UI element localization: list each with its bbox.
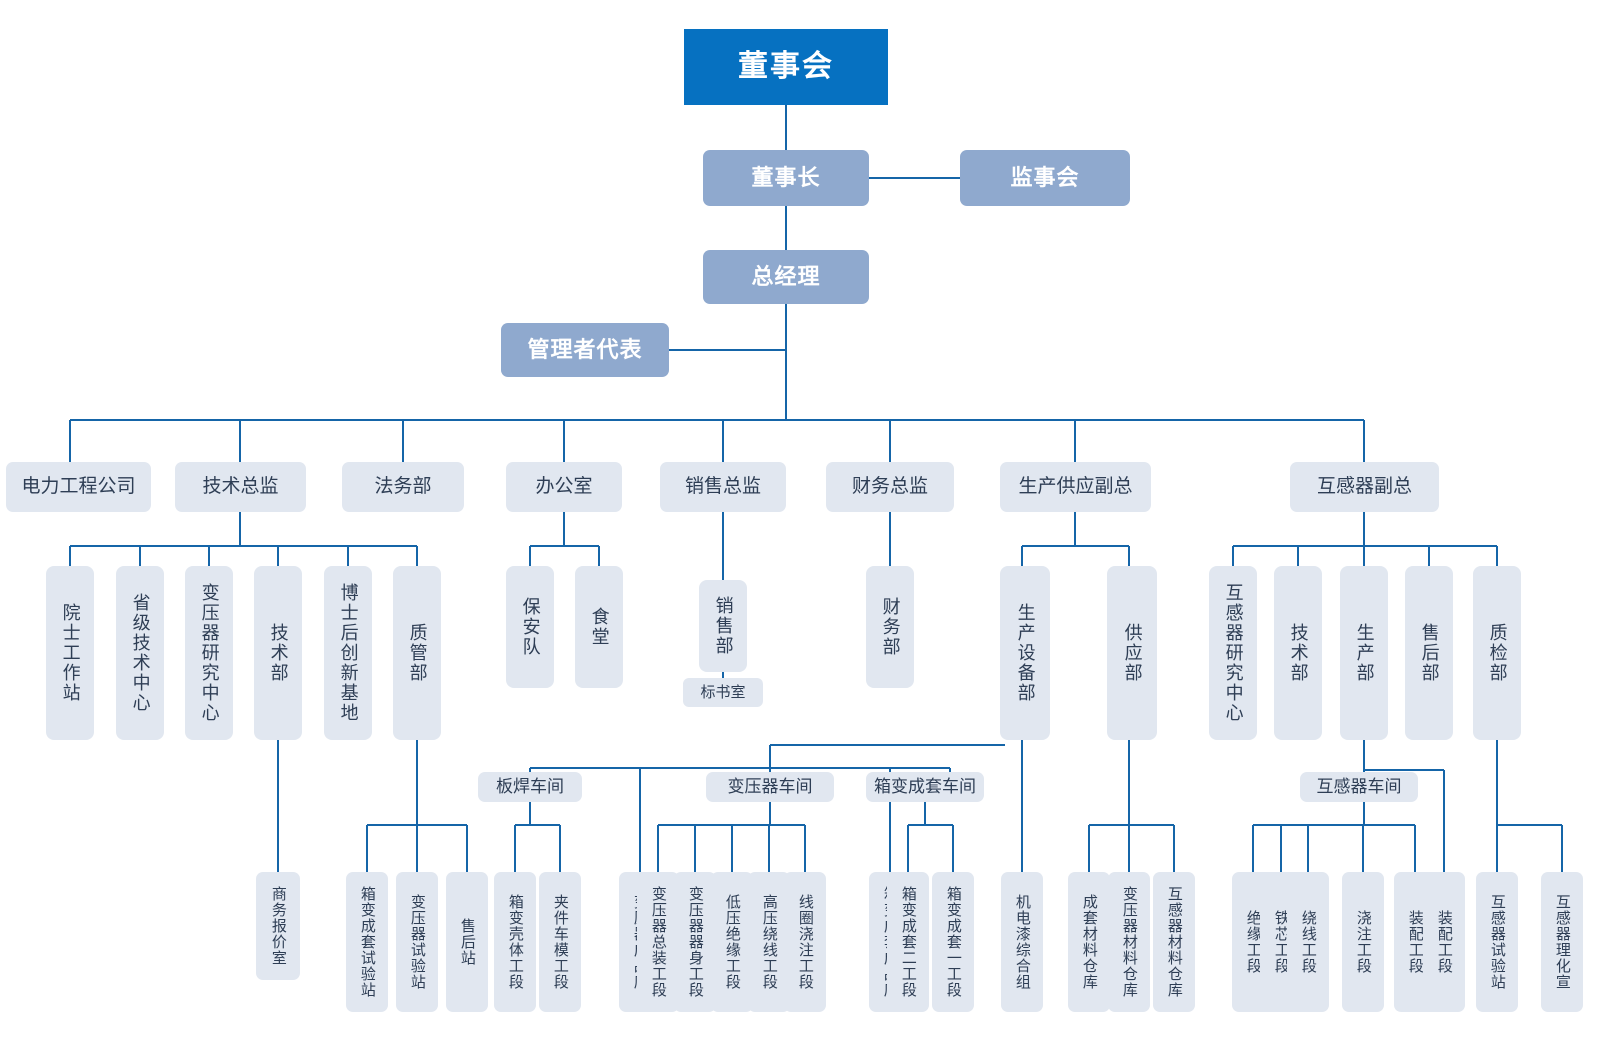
- node-box-substation-section-2[interactable]: 箱变成套二工段: [887, 872, 929, 1012]
- node-assembly-section-b[interactable]: 装配工段: [1423, 872, 1465, 1012]
- node-aftersales-station[interactable]: 售后站: [446, 872, 488, 1012]
- node-high-voltage-winding-section[interactable]: 高压绕线工段: [748, 872, 790, 1012]
- node-office[interactable]: 办公室: [506, 462, 622, 512]
- node-ct-technology-department[interactable]: 技术部: [1274, 566, 1322, 740]
- node-casting-section[interactable]: 浇注工段: [1342, 872, 1384, 1012]
- node-canteen[interactable]: 食堂: [575, 566, 623, 688]
- node-ct-test-station[interactable]: 互感器试验站: [1476, 872, 1518, 1012]
- node-box-shell-section[interactable]: 箱变壳体工段: [494, 872, 536, 1012]
- node-chairman[interactable]: 董事长: [703, 150, 869, 206]
- node-management-representative[interactable]: 管理者代表: [501, 323, 669, 377]
- node-academician-workstation[interactable]: 院士工作站: [46, 566, 94, 740]
- node-sales-department[interactable]: 销售部: [699, 580, 747, 672]
- node-ct-aftersales-department[interactable]: 售后部: [1405, 566, 1453, 740]
- node-electromechanical-paint-group[interactable]: 机电漆综合组: [1001, 872, 1043, 1012]
- node-winding-section[interactable]: 绕线工段: [1287, 872, 1329, 1012]
- node-business-quotation-office[interactable]: 商务报价室: [256, 872, 300, 980]
- node-provincial-tech-center[interactable]: 省级技术中心: [116, 566, 164, 740]
- node-assembly-material-warehouse[interactable]: 成套材料仓库: [1068, 872, 1110, 1012]
- node-transformer-workshop[interactable]: 变压器车间: [706, 772, 834, 802]
- node-bid-office[interactable]: 标书室: [683, 678, 763, 707]
- node-quality-management-department[interactable]: 质管部: [393, 566, 441, 740]
- node-low-voltage-insulation-section[interactable]: 低压绝缘工段: [711, 872, 753, 1012]
- node-postdoctoral-innovation-base[interactable]: 博士后创新基地: [324, 566, 372, 740]
- node-coil-casting-section[interactable]: 线圈浇注工段: [784, 872, 826, 1012]
- node-legal-department[interactable]: 法务部: [342, 462, 464, 512]
- node-board[interactable]: 董事会: [684, 29, 888, 105]
- node-power-engineering-company[interactable]: 电力工程公司: [6, 462, 151, 512]
- node-plate-welding-workshop[interactable]: 板焊车间: [478, 772, 582, 802]
- node-technical-director[interactable]: 技术总监: [175, 462, 306, 512]
- node-supply-department[interactable]: 供应部: [1107, 566, 1157, 740]
- node-transformer-test-station[interactable]: 变压器试验站: [396, 872, 438, 1012]
- node-box-substation-assembly-workshop[interactable]: 箱变成套车间: [866, 772, 984, 802]
- node-transformer-research-center[interactable]: 变压器研究中心: [185, 566, 233, 740]
- node-transformer-final-assembly-section[interactable]: 变压器总装工段: [637, 872, 679, 1012]
- node-ct-research-center[interactable]: 互感器研究中心: [1209, 566, 1257, 740]
- node-general-manager[interactable]: 总经理: [703, 250, 869, 304]
- node-production-equipment-department[interactable]: 生产设备部: [1000, 566, 1050, 740]
- node-production-supply-vp[interactable]: 生产供应副总: [1000, 462, 1151, 512]
- node-ct-qc-department[interactable]: 质检部: [1473, 566, 1521, 740]
- node-security-team[interactable]: 保安队: [506, 566, 554, 688]
- node-ct-production-department[interactable]: 生产部: [1340, 566, 1388, 740]
- node-sales-director[interactable]: 销售总监: [660, 462, 786, 512]
- node-ct-material-warehouse[interactable]: 互感器材料仓库: [1153, 872, 1195, 1012]
- node-transformer-material-warehouse[interactable]: 变压器材料仓库: [1108, 872, 1150, 1012]
- node-ct-workshop[interactable]: 互感器车间: [1300, 772, 1418, 802]
- node-transformer-vp[interactable]: 互感器副总: [1290, 462, 1439, 512]
- node-supervisory-board[interactable]: 监事会: [960, 150, 1130, 206]
- node-clamp-mold-section[interactable]: 夹件车模工段: [539, 872, 581, 1012]
- node-box-substation-assembly-test-station[interactable]: 箱变成套试验站: [346, 872, 388, 1012]
- node-finance-director[interactable]: 财务总监: [826, 462, 954, 512]
- node-ct-physical-chemical-office[interactable]: 互感器理化宣: [1541, 872, 1583, 1012]
- node-box-substation-section-1[interactable]: 箱变成套一工段: [932, 872, 974, 1012]
- node-finance-department[interactable]: 财务部: [866, 566, 914, 688]
- node-transformer-body-section[interactable]: 变压器器身工段: [674, 872, 716, 1012]
- node-technology-department[interactable]: 技术部: [254, 566, 302, 740]
